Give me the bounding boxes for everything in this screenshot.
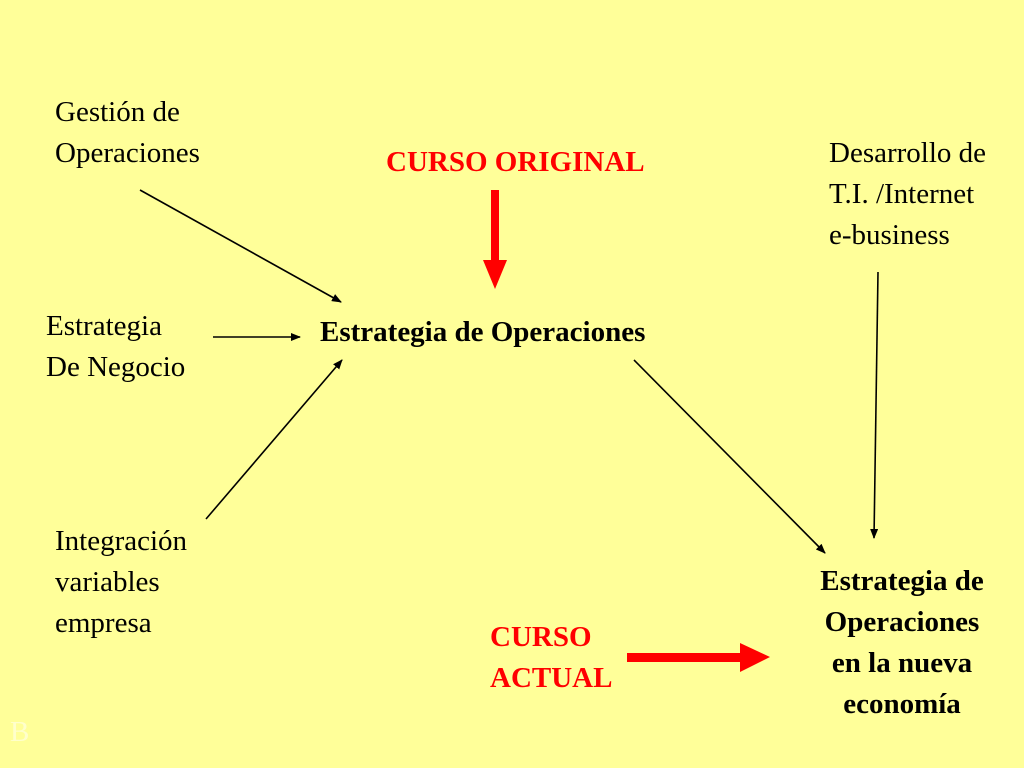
node-estrategia-negocio: Estrategia De Negocio [46,306,185,388]
node-line: Operaciones [55,137,200,169]
node-line: Desarrollo de [829,137,987,169]
node-gestion-operaciones: Gestión de Operaciones [55,92,200,174]
label-curso-original: CURSO ORIGINAL [386,142,645,183]
node-desarrollo-ti: Desarrollo de T.I. /Internet e-business [829,133,986,256]
label-line: ACTUAL [490,662,613,694]
label-line: CURSO ORIGINAL [386,146,645,178]
corner-mark: B [10,716,30,748]
red-arrow-curso-original [483,190,507,289]
node-line: Estrategia de Operaciones [320,316,646,348]
node-line: Gestión de [55,96,180,128]
node-integracion-variables: Integración variables empresa [55,521,187,644]
node-line: empresa [55,607,152,639]
node-line: Operaciones [824,606,980,638]
node-line: economía [843,688,961,720]
node-line: De Negocio [46,351,186,383]
arrow-estrategia-to-nueva [633,359,826,554]
node-line: T.I. /Internet [829,178,975,210]
node-line: e-business [829,219,950,251]
node-estrategia-operaciones: Estrategia de Operaciones [320,312,645,353]
label-curso-actual: CURSO ACTUAL [490,617,612,699]
node-line: Estrategia [46,310,162,342]
node-estrategia-nueva-economia: Estrategia de Operaciones en la nueva ec… [792,561,1012,725]
red-arrow-curso-actual [627,643,770,672]
node-line: Estrategia de [820,565,984,597]
label-line: CURSO [490,621,592,653]
arrow-integracion-to-estrategia [205,359,343,520]
node-line: variables [55,566,160,598]
arrow-ti-to-nueva [870,271,879,539]
node-line: en la nueva [831,647,973,679]
arrow-gestion-to-estrategia [139,189,342,303]
node-line: Integración [55,525,188,557]
